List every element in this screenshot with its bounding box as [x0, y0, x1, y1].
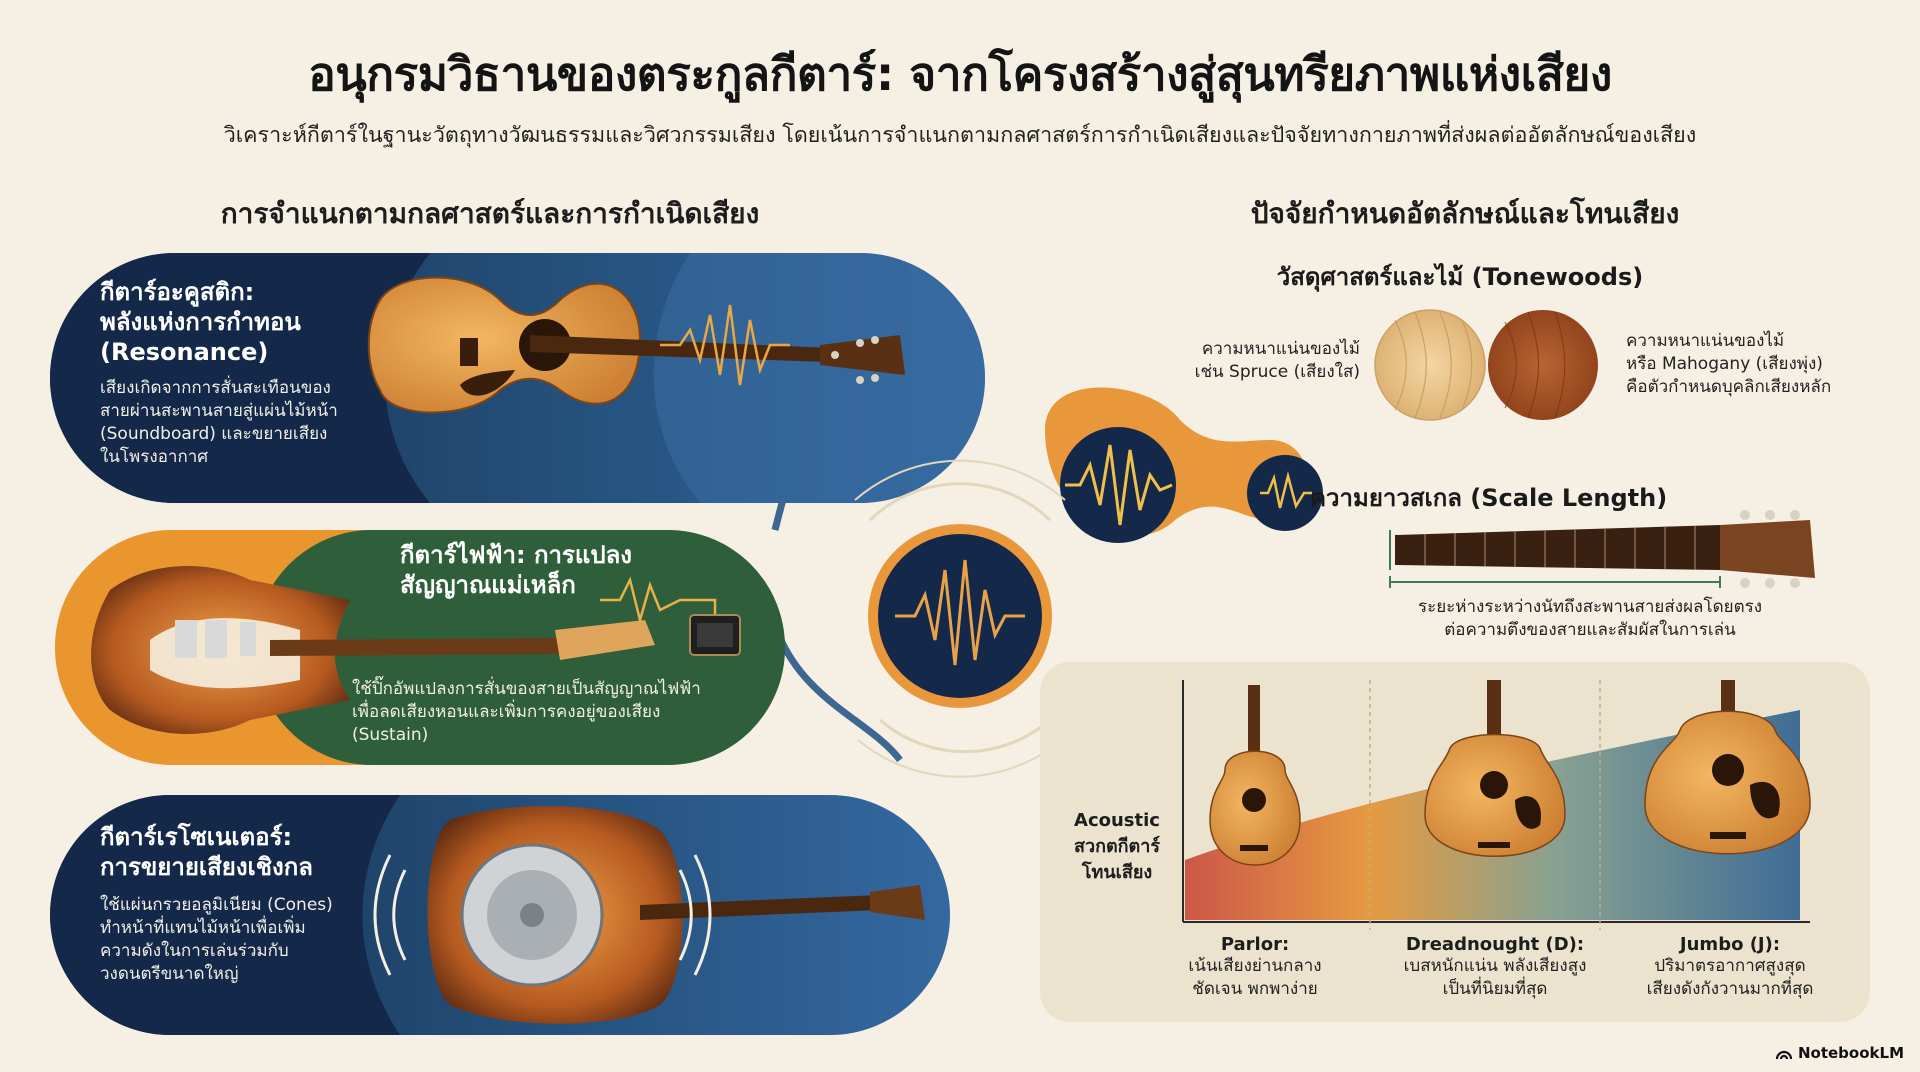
dreadnought-title: Dreadnought (D): — [1405, 934, 1585, 955]
jumbo-title: Jumbo (J): — [1679, 934, 1781, 955]
acoustic-body-4: ในโพรงอากาศ — [100, 447, 209, 467]
acoustic-card-navy — [50, 253, 430, 503]
resonator-guitar-illustration — [427, 806, 925, 1024]
connector-line — [771, 623, 903, 763]
electric-card-title: กีตาร์ไฟฟ้า: การแปลง สัญญาณแม่เหล็ก — [400, 540, 700, 600]
jumbo-body-2: เสียงดังกังวานมากที่สุด — [1646, 979, 1814, 999]
resonator-body-4: วงดนตรีขนาดใหญ่ — [100, 964, 239, 984]
parlor-guitar-illustration — [1209, 685, 1301, 866]
parlor-body-1: เน้นเสียงย่านกลาง — [1188, 956, 1322, 976]
acoustic-waveform — [660, 304, 790, 386]
mahogany-note: ความหนาแน่นของไม้ หรือ Mahogany (เสียงพุ… — [1626, 330, 1896, 399]
scale-note-2: ต่อความตึงของสายและสัมผัสในการเล่น — [1444, 620, 1736, 640]
scale-length-neck — [1389, 510, 1815, 588]
mahogany-note-3: คือตัวกำหนดบุคลิกเสียงหลัก — [1626, 377, 1832, 397]
jumbo-guitar-illustration — [1644, 680, 1811, 855]
brand-label: NotebookLM — [1797, 1044, 1904, 1062]
electric-guitar-illustration — [91, 566, 655, 734]
tonewoods-title: วัสดุศาสตร์และไม้ (Tonewoods) — [1276, 263, 1644, 291]
jumbo-caption: Jumbo (J): ปริมาตรอากาศสูงสุด เสียงดังกั… — [1625, 934, 1835, 1001]
parlor-title: Parlor: — [1220, 934, 1290, 955]
sound-arc — [854, 459, 1066, 501]
dreadnought-caption: Dreadnought (D): เบสหนักแน่น พลังเสียงสู… — [1385, 934, 1605, 1001]
upper-waveform — [1065, 444, 1173, 526]
acoustic-card-text: กีตาร์อะคูสติก: พลังแห่งการกำทอน (Resona… — [100, 277, 390, 469]
electric-title-2: สัญญาณแม่เหล็ก — [400, 571, 576, 599]
signal-line — [600, 576, 717, 625]
electric-card-body: ใช้ปิ๊กอัพแปลงการสั่นของสายเป็นสัญญาณไฟฟ… — [352, 678, 772, 747]
resonator-card-navy — [50, 795, 400, 1035]
resonator-title-2: การขยายเสียงเชิงกล — [100, 853, 313, 881]
acoustic-card-mid — [653, 253, 985, 503]
resonator-body-1: ใช้แผ่นกรวยอลูมิเนียม (Cones) — [100, 895, 333, 915]
resonator-body-3: ความดังในการเล่นร่วมกับ — [100, 941, 289, 961]
acoustic-title-2: พลังแห่งการกำทอน — [100, 308, 301, 336]
notebooklm-logo-icon — [1775, 1050, 1792, 1060]
acoustic-title-3: (Resonance) — [100, 338, 269, 366]
electric-body-2: เพื่อลดเสียงหอนและเพิ่มการคงอยู่ของเสียง — [352, 702, 661, 722]
parlor-body-2: ชัดเจน พกพาง่าย — [1192, 979, 1318, 999]
spruce-note-2: เช่น Spruce (เสียงใส) — [1194, 362, 1360, 382]
dreadnought-body-2: เป็นที่นิยมที่สุด — [1442, 979, 1548, 999]
electric-body-3: (Sustain) — [352, 725, 429, 745]
axis-label-1: Acoustic — [1074, 810, 1160, 831]
parlor-caption: Parlor: เน้นเสียงย่านกลาง ชัดเจน พกพาง่า… — [1170, 934, 1340, 1001]
electric-body-1: ใช้ปิ๊กอัพแปลงการสั่นของสายเป็นสัญญาณไฟฟ… — [352, 679, 701, 699]
scale-length-title: ความยาวสเกล (Scale Length) — [1310, 484, 1668, 512]
small-waveform — [1260, 471, 1312, 510]
axis-label-2: สวกตกีตาร์ — [1073, 836, 1161, 857]
resonator-card-text: กีตาร์เรโซเนเตอร์: การขยายเสียงเชิงกล ใช… — [100, 822, 400, 986]
chart-axis-label: Acoustic สวกตกีตาร์ โทนเสียง — [1062, 808, 1172, 886]
page-subtitle: วิเคราะห์กีตาร์ในฐานะวัตถุทางวัฒนธรรมและ… — [223, 123, 1697, 148]
sound-arc — [868, 482, 1052, 522]
upper-blob-inner — [1060, 427, 1176, 543]
left-section-heading: การจำแนกตามกลศาสตร์และการกำเนิดเสียง — [220, 197, 760, 230]
acoustic-body-1: เสียงเกิดจากการสั่นสะเทือนของ — [100, 378, 331, 398]
scale-note-1: ระยะห่างระหว่างนัทถึงสะพานสายส่งผลโดยตรง — [1417, 597, 1763, 617]
mahogany-note-2: หรือ Mahogany (เสียงพุ่ง) — [1626, 354, 1823, 374]
electric-title-1: กีตาร์ไฟฟ้า: การแปลง — [400, 541, 632, 569]
spruce-note: ความหนาแน่นของไม้ เช่น Spruce (เสียงใส) — [1150, 338, 1360, 384]
resonator-body-2: ทำหน้าที่แทนไม้หน้าเพื่อเพิ่ม — [100, 918, 306, 938]
central-waveform — [895, 559, 1025, 666]
sound-arc — [857, 739, 1063, 778]
jumbo-body-1: ปริมาตรอากาศสูงสุด — [1654, 956, 1806, 976]
spruce-sample — [1374, 309, 1486, 421]
scale-length-note: ระยะห่างระหว่างนัทถึงสะพานสายส่งผลโดยตรง… — [1360, 596, 1820, 642]
acoustic-body-3: (Soundboard) และขยายเสียง — [100, 424, 328, 444]
acoustic-guitar-illustration — [367, 276, 905, 414]
brand-badge: NotebookLM — [1775, 1044, 1904, 1062]
sound-arc — [879, 718, 1051, 754]
axis-label-3: โทนเสียง — [1081, 862, 1153, 883]
dreadnought-body-1: เบสหนักแน่น พลังเสียงสูง — [1403, 956, 1587, 976]
resonator-title-1: กีตาร์เรโซเนเตอร์: — [100, 823, 293, 851]
dreadnought-guitar-illustration — [1424, 680, 1566, 857]
page-title: อนุกรมวิธานของตระกูลกีตาร์: จากโครงสร้าง… — [308, 47, 1612, 101]
right-section-heading: ปัจจัยกำหนดอัตลักษณ์และโทนเสียง — [1250, 197, 1680, 230]
acoustic-title-1: กีตาร์อะคูสติก: — [100, 278, 255, 306]
acoustic-body-2: สายผ่านสะพานสายสู่แผ่นไม้หน้า — [100, 401, 338, 421]
mahogany-note-1: ความหนาแน่นของไม้ — [1626, 331, 1785, 351]
resonator-sound-waves — [373, 854, 712, 976]
mahogany-sample — [1488, 310, 1598, 420]
spruce-note-1: ความหนาแน่นของไม้ — [1201, 339, 1360, 359]
